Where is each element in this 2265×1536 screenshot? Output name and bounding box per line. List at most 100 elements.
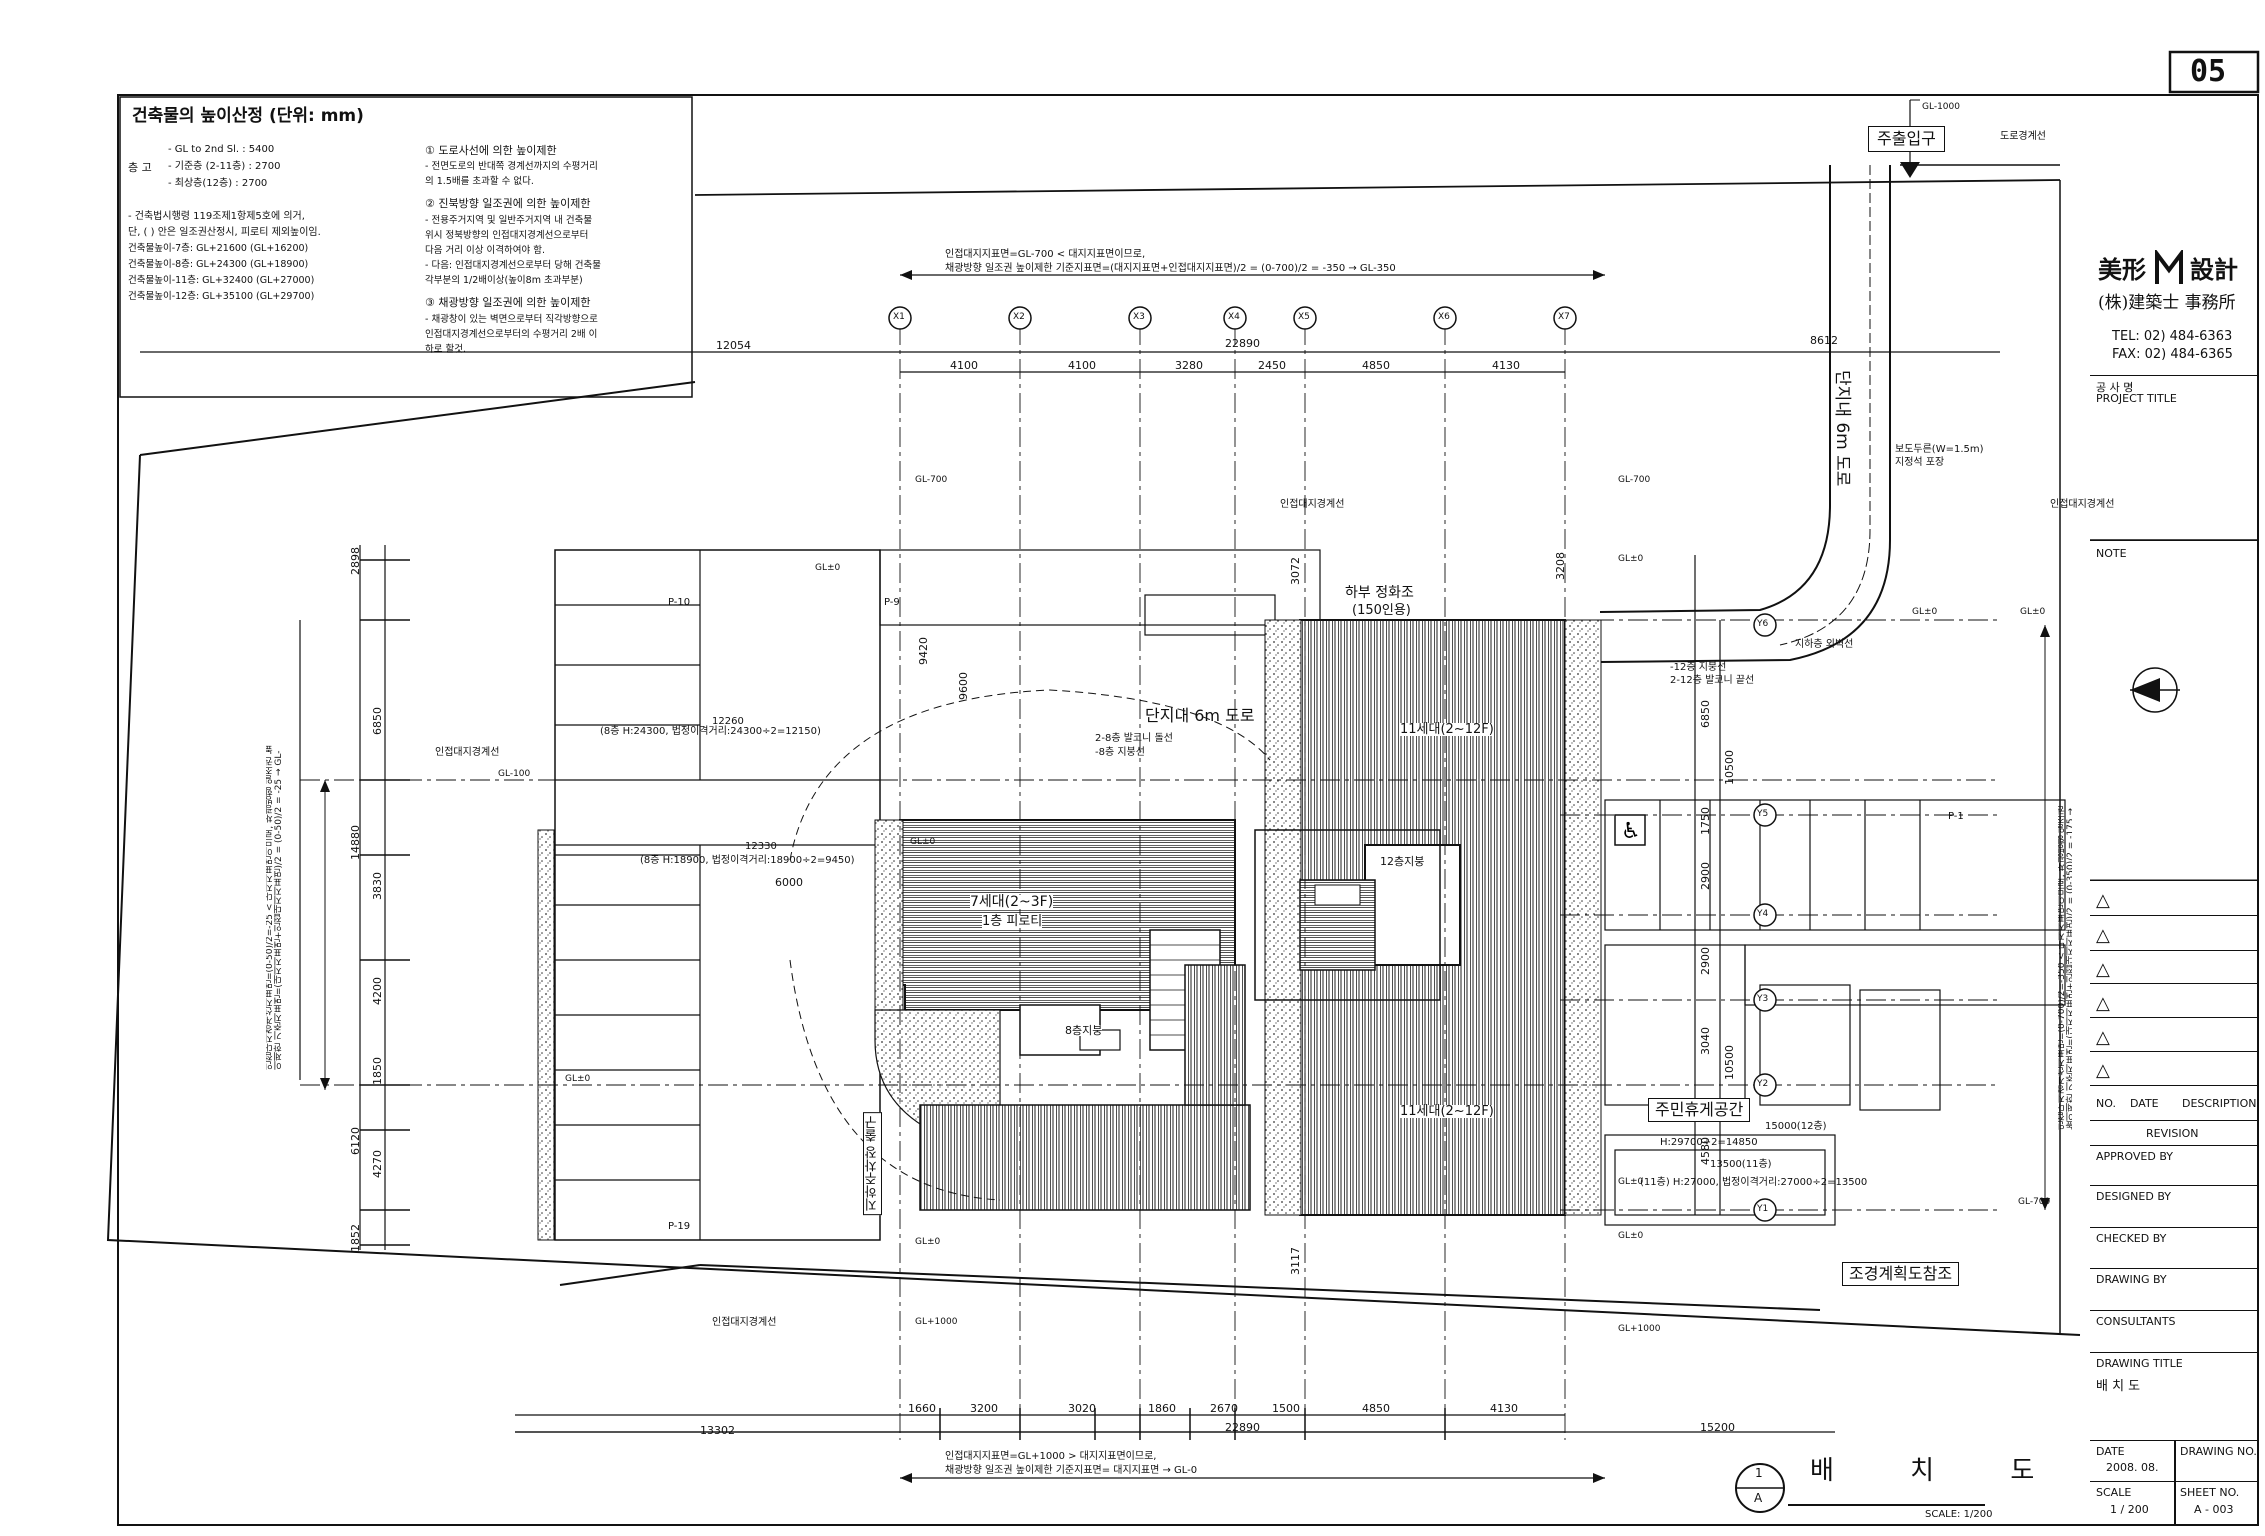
firm-name-left: 美形 <box>2098 255 2146 284</box>
date-label: DATE <box>2096 1445 2125 1458</box>
dim-top-right: 8612 <box>1810 334 1838 347</box>
floor8-label: 8층지붕 <box>1065 1024 1103 1037</box>
axis-label-y3: Y3 <box>1757 994 1769 1004</box>
dim-left: 4270 <box>371 1150 384 1178</box>
septic-label: 하부 정화조 <box>1345 585 1414 601</box>
floor12-label: 12층지붕 <box>1380 855 1425 868</box>
legend-left-note: - 건축법시행령 119조제1항제5호에 의거, <box>128 211 305 222</box>
legend-right-note: 하로 할것. <box>425 344 466 355</box>
dim-right: 6850 <box>1699 700 1712 728</box>
dim-left: 2898 <box>349 547 362 575</box>
dim-left-total-a: 14880 <box>349 825 362 860</box>
dim-12260: 12260 <box>712 716 744 727</box>
gl-label: GL-700 <box>1618 475 1651 485</box>
axis-label-y4: Y4 <box>1757 909 1769 919</box>
landscape-label: 조경계획도참조 <box>1842 1262 1960 1286</box>
dim-left: 4200 <box>371 977 384 1005</box>
gl-label: GL±0 <box>915 1237 941 1247</box>
bottom-note-2: 채광방향 일조권 높이제한 기준지표면= 대지지표면 → GL-0 <box>945 1465 1198 1476</box>
dim-bottom: 1860 <box>1148 1402 1176 1415</box>
rev-description-header: DESCRIPTION <box>2182 1097 2257 1110</box>
dim-top: 4100 <box>1068 359 1096 372</box>
svg-text:♿: ♿ <box>1621 819 1641 844</box>
callout-number: 1 <box>1755 1466 1763 1480</box>
drawing-no-label: DRAWING NO. <box>2180 1445 2257 1458</box>
dim-left: 1850 <box>371 1057 384 1085</box>
gl-label: GL-700 <box>915 475 948 485</box>
dim-bottom: 4130 <box>1490 1402 1518 1415</box>
firm-fax: FAX: 02) 484-6365 <box>2112 347 2233 362</box>
drawing-title-big: 배 치 도 <box>1810 1456 2069 1486</box>
gl-label: GL±0 <box>1618 1177 1644 1187</box>
axis-label-y2: Y2 <box>1757 1079 1769 1089</box>
dim-top-total: 22890 <box>1225 337 1260 350</box>
building-small-label-2: 1층 피로티 <box>982 914 1043 929</box>
dim-bottom-right: 15200 <box>1700 1421 1735 1434</box>
right-vertical-note: 인접대지경계선지표면=(0-700)/2=-350 < 대지지표면이므로, 채광… <box>2058 805 2072 1130</box>
dim-bottom: 3020 <box>1068 1402 1096 1415</box>
road-vertical-label: 단지내 6m 도로 <box>1832 370 1852 487</box>
dim-right: 4580 <box>1699 1137 1712 1165</box>
revision-triangle-icon: △ <box>2096 1027 2110 1048</box>
consultants-label: CONSULTANTS <box>2096 1315 2176 1328</box>
title-block: 공 사 명 PROJECT TITLE NOTE △ △ △ △ △ △ NO.… <box>2090 375 2258 1525</box>
top-note-1: 인접대지지표면=GL-700 < 대지지표면이므로, <box>945 249 1146 260</box>
gl-label: GL-100 <box>498 769 531 779</box>
sheet-no-label: SHEET NO. <box>2180 1486 2240 1499</box>
drawing-by-label: DRAWING BY <box>2096 1273 2167 1286</box>
dim-bottom: 4850 <box>1362 1402 1390 1415</box>
gl-label: GL±0 <box>2020 607 2046 617</box>
firm-tel: TEL: 02) 484-6363 <box>2112 329 2233 344</box>
gl-label: GL±0 <box>1618 1231 1644 1241</box>
parking-label-p19: P-19 <box>668 1221 691 1232</box>
dim-right: 2900 <box>1699 947 1712 975</box>
dim-right: 3040 <box>1699 1027 1712 1055</box>
dim-right: 1750 <box>1699 807 1712 835</box>
revision-triangle-icon: △ <box>2096 1060 2110 1081</box>
legend-left-note: 건축물높이-7층: GL+21600 (GL+16200) <box>128 243 309 254</box>
dim-note-4: H:29700÷2=14850 <box>1660 1137 1758 1148</box>
axis-label-x1: X1 <box>893 312 905 322</box>
dim-left: 1852 <box>349 1224 362 1252</box>
adjacent-boundary-bottom: 인접대지경계선 <box>712 1317 777 1328</box>
top-note-2: 채광방향 일조권 높이제한 기준지표면=(대지지표면+인접대지지표면)/2 = … <box>945 263 1396 274</box>
legend-right-note: 위시 정북방향의 인접대지경계선으로부터 <box>425 230 589 241</box>
dim-15000: 15000(12층) <box>1765 1121 1827 1132</box>
dim-top: 2450 <box>1258 359 1286 372</box>
road-inner-label: 단지내 6m 도로 <box>1145 706 1255 725</box>
legend-right-note: ② 진북방향 일조권에 의한 높이제한 <box>425 197 591 210</box>
balcony-note-1: 2-8층 발코니 돌선 <box>1095 733 1173 744</box>
firm-logo-icon <box>2155 248 2183 286</box>
project-title-kr: 공 사 명 <box>2096 381 2134 394</box>
revision-triangle-icon: △ <box>2096 993 2110 1014</box>
rev-no-header: NO. <box>2096 1097 2116 1110</box>
revision-label: REVISION <box>2146 1127 2199 1140</box>
legend-right-note: - 전면도로의 반대쪽 경계선까지의 수평거리 <box>425 161 598 172</box>
axis-label-y1: Y1 <box>1757 1204 1769 1214</box>
legend-right-note: 각부분의 1/2배이상(높이8m 초과부분) <box>425 275 583 286</box>
legend-left-note: 건축물높이-8층: GL+24300 (GL+18900) <box>128 259 309 270</box>
dim-top-left: 12054 <box>716 339 751 352</box>
dim-top: 4850 <box>1362 359 1390 372</box>
dim-bottom-left: 13302 <box>700 1424 735 1437</box>
dim-bottom: 1500 <box>1272 1402 1300 1415</box>
axis-label-x5: X5 <box>1298 312 1310 322</box>
gl-label: GL-700 <box>2018 1197 2051 1207</box>
floor-row-1: - GL to 2nd Sl. : 5400 <box>168 144 275 155</box>
adjacent-boundary-right: 인접대지경계선 <box>2050 499 2115 510</box>
gl-label: GL±0 <box>815 563 841 573</box>
parking-label-p1: P-1 <box>1948 811 1964 822</box>
adjacent-boundary-top: 인접대지경계선 <box>1280 499 1345 510</box>
project-title-label: PROJECT TITLE <box>2096 392 2177 405</box>
underground-ramp-label: 지하주차장 출구 <box>863 1112 882 1216</box>
revision-triangle-icon: △ <box>2096 959 2110 980</box>
axis-label-y5: Y5 <box>1757 809 1769 819</box>
legend-right-note: ③ 채광방향 일조권에 의한 높이제한 <box>425 296 591 309</box>
bottom-note-1: 인접대지지표면=GL+1000 > 대지지표면이므로, <box>945 1451 1157 1462</box>
dim-top: 4100 <box>950 359 978 372</box>
underground-line-label: 지하층 외벽선 <box>1795 639 1854 650</box>
dim-note-3: (11층) H:27000, 법정이격거리:27000÷2=13500 <box>1640 1177 1868 1188</box>
legend-right-note: - 다음: 인접대지경계선으로부터 당해 건축물 <box>425 260 602 271</box>
firm-name-right: 設計 <box>2190 255 2238 284</box>
